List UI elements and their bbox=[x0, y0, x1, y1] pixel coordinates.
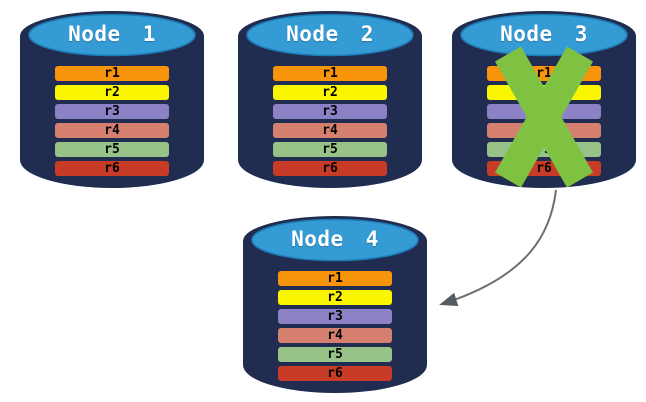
green-x-icon bbox=[494, 46, 594, 188]
node-title: Node 3 bbox=[500, 22, 588, 46]
curved-arrow-icon bbox=[439, 189, 557, 307]
replica-r2: r2 bbox=[55, 85, 169, 100]
replica-r1: r1 bbox=[55, 66, 169, 81]
replica-r1: r1 bbox=[273, 66, 387, 81]
replica-list: r1 r2 r3 r4 r5 r6 bbox=[273, 66, 387, 176]
replica-r3: r3 bbox=[55, 104, 169, 119]
replica-r6: r6 bbox=[55, 161, 169, 176]
node-title: Node 2 bbox=[286, 22, 374, 46]
replica-r3: r3 bbox=[278, 309, 392, 324]
replica-r5: r5 bbox=[55, 142, 169, 157]
replica-r2: r2 bbox=[273, 85, 387, 100]
replica-r3: r3 bbox=[273, 104, 387, 119]
node-2: Node 2 r1 r2 r3 r4 r5 r6 bbox=[235, 0, 425, 192]
replica-list: r1 r2 r3 r4 r5 r6 bbox=[55, 66, 169, 176]
node-1: Node 1 r1 r2 r3 r4 r5 r6 bbox=[17, 0, 207, 192]
replica-r4: r4 bbox=[278, 328, 392, 343]
replica-r6: r6 bbox=[273, 161, 387, 176]
replica-r2: r2 bbox=[278, 290, 392, 305]
replica-r1: r1 bbox=[278, 271, 392, 286]
replica-r4: r4 bbox=[55, 123, 169, 138]
node-title: Node 1 bbox=[68, 22, 156, 46]
replica-r4: r4 bbox=[273, 123, 387, 138]
node-4: Node 4 r1 r2 r3 r4 r5 r6 bbox=[240, 205, 430, 397]
replica-r5: r5 bbox=[273, 142, 387, 157]
replica-r6: r6 bbox=[278, 366, 392, 381]
replica-r5: r5 bbox=[278, 347, 392, 362]
replica-list: r1 r2 r3 r4 r5 r6 bbox=[278, 271, 392, 381]
node-title: Node 4 bbox=[291, 227, 379, 251]
